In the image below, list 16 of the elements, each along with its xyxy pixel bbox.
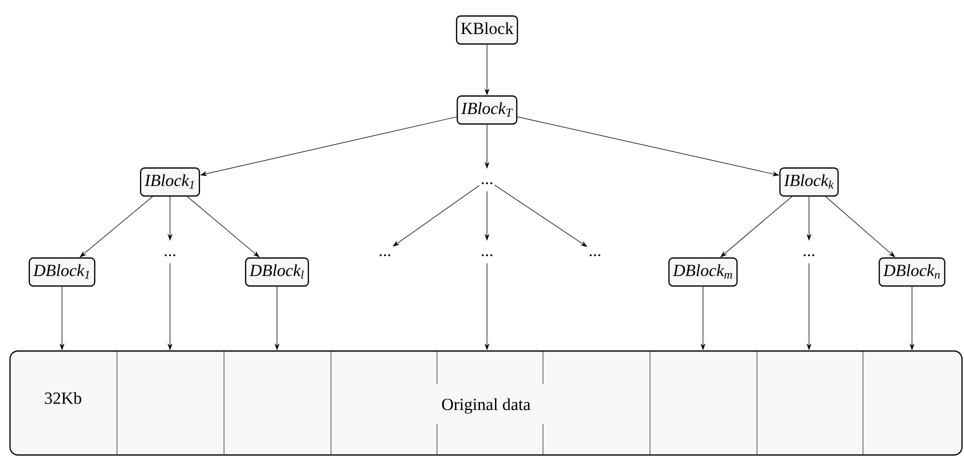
block-box: IBlock$_{T}$ xyxy=(456,95,518,125)
block-box: DBlock$_{m}$ xyxy=(668,257,738,287)
block-box: IBlock$_{1}$ xyxy=(140,167,200,197)
cell-label: 32Kb xyxy=(44,392,82,404)
ellipsis: ... xyxy=(482,254,492,256)
block-box: DBlock$_{l}$ xyxy=(245,257,309,287)
ellipsis: ... xyxy=(482,182,492,184)
arrow xyxy=(80,196,153,258)
block-box: DBlock$_{n}$ xyxy=(878,257,946,287)
ellipsis: ... xyxy=(590,254,600,256)
block-box: KBlock xyxy=(456,15,518,45)
ellipsis: ... xyxy=(804,254,814,256)
block-box: DBlock$_{1}$ xyxy=(28,257,96,287)
block-box: IBlock$_{k}$ xyxy=(779,167,839,197)
ellipsis: ... xyxy=(380,254,390,256)
ellipsis: ... xyxy=(164,254,176,256)
